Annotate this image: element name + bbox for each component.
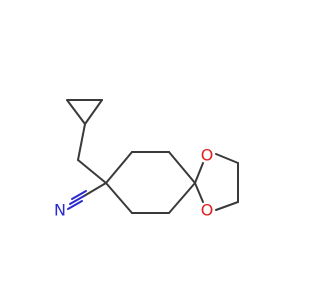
oxygen-bottom-label: O [201,201,214,220]
bond-cyclopropyl-right-bottom [84,99,103,125]
bond-ring-spiro-c5 [168,182,196,214]
bond-nitrile-triple-2 [71,190,87,200]
bond-nitrile-triple-3 [67,200,83,210]
bond-cyclopropyl-left-bottom [66,99,86,125]
bond-nitrile-triple-1 [69,195,85,205]
bond-quaternary-nitrile-carbon [83,182,107,197]
oxygen-top-label: O [201,146,214,165]
bond-spiro-obottom [194,182,204,203]
bond-ring-c3-spiro [168,151,196,184]
structure-canvas: O O N [54,99,239,220]
molecule-diagram: O O N [54,99,239,220]
bond-ring-c1-c2 [105,151,133,184]
bond-ch2-obottom [215,201,239,211]
bond-ch2-quaternary [77,159,107,184]
bond-spiro-otop [194,162,204,184]
nitrogen-label: N [54,201,66,220]
bond-ring-c6-c1 [105,182,133,214]
bond-otop-ch2 [215,153,239,164]
bond-cyclopropyl-ch2 [77,123,86,161]
